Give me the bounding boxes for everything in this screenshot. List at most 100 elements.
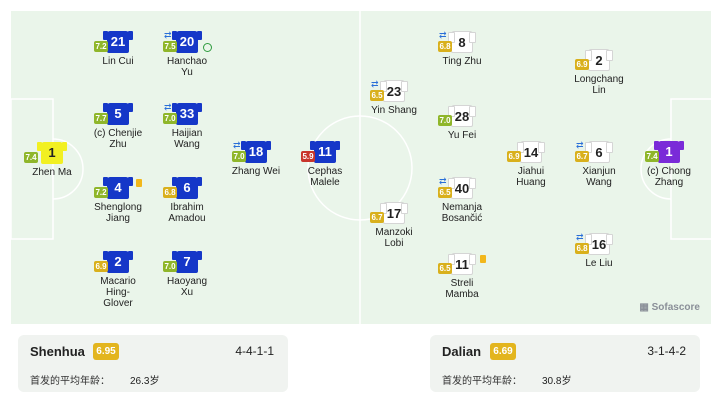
player-away-gk[interactable]: 1 7.4 (c) Chong Zhang: [629, 141, 709, 188]
player-name: Nemanja Bosančić: [441, 202, 483, 224]
player-away-lm[interactable]: 8 ⇄ 6.8 Ting Zhu: [422, 30, 502, 67]
substitution-icon: ⇄: [576, 140, 584, 150]
player-away-st2[interactable]: 17 6.7 Manzoki Lobi: [354, 202, 434, 249]
player-away-st1[interactable]: 23 ⇄ 6.5 Yin Shang: [354, 79, 434, 116]
rating-badge: 7.0: [163, 113, 177, 124]
sofascore-watermark: ▦ Sofascore: [639, 302, 700, 313]
shirt-icon: 14: [517, 141, 545, 163]
player-name: Manzoki Lobi: [375, 227, 413, 249]
player-home-lm[interactable]: 20 ⇄ 7.5 Hanchao Yu: [147, 30, 227, 78]
player-name: Zhen Ma: [32, 167, 72, 178]
shirt-icon: 7: [172, 251, 202, 273]
player-away-cm1[interactable]: 28 7.0 Yu Fei: [422, 105, 502, 141]
player-home-lb[interactable]: 21 7.2 Lin Cui: [78, 31, 158, 67]
player-home-cb1[interactable]: 5 7.7 (c) Chenjie Zhu: [78, 103, 158, 150]
shirt-icon: 18: [241, 141, 271, 163]
player-away-cb1[interactable]: 14 6.9 Jiahui Huang: [491, 141, 571, 188]
player-home-cm1[interactable]: 33 ⇄ 7.0 Haijian Wang: [147, 102, 227, 150]
player-away-cb2[interactable]: 6 ⇄ 6.7 Xianjun Wang: [559, 140, 639, 188]
shirt-icon: 5: [103, 103, 133, 125]
shirt-icon: 1: [654, 141, 684, 163]
rating-badge: 6.8: [575, 243, 589, 254]
player-home-rm[interactable]: 7 7.0 Haoyang Xu: [147, 251, 227, 298]
player-home-cm2[interactable]: 6 6.8 Ibrahim Amadou: [147, 177, 227, 224]
rating-badge: 7.4: [24, 152, 38, 163]
shirt-icon: 20: [172, 31, 202, 53]
home-team-panel: Shenhua 6.95 4-4-1-1 首发的平均年龄： 26.3岁: [18, 335, 288, 392]
shirt-icon: 4: [103, 177, 133, 199]
shirt-icon: 23: [380, 80, 408, 102]
away-team-name[interactable]: Dalian: [442, 344, 482, 359]
player-name: Cephas Malele: [307, 166, 343, 188]
rating-badge: 6.9: [507, 151, 521, 162]
player-away-cm2[interactable]: 40 ⇄ 6.5 Nemanja Bosančić: [422, 176, 502, 224]
rating-badge: 7.7: [94, 113, 108, 124]
shirt-icon: 6: [172, 177, 202, 199]
shirt-icon: 33: [172, 103, 202, 125]
player-away-dm[interactable]: 2 6.9 Longchang Lin: [559, 49, 639, 96]
player-name: Longchang Lin: [574, 74, 624, 96]
rating-badge: 7.0: [232, 151, 246, 162]
player-name: (c) Chenjie Zhu: [93, 128, 143, 150]
home-team-name[interactable]: Shenhua: [30, 344, 85, 359]
player-name: Yu Fei: [447, 130, 477, 141]
rating-badge: 6.9: [94, 261, 108, 272]
player-home-st[interactable]: 11 5.9 Cephas Malele: [285, 141, 365, 188]
rating-badge: 7.0: [163, 261, 177, 272]
player-home-gk[interactable]: 1 7.4 Zhen Ma: [12, 142, 92, 178]
shirt-icon: 40: [448, 177, 476, 199]
substitution-icon: ⇄: [371, 79, 379, 89]
player-name: Zhang Wei: [231, 166, 281, 177]
rating-badge: 6.8: [438, 41, 452, 52]
player-name: Yin Shang: [371, 105, 417, 116]
player-away-cb3[interactable]: 16 ⇄ 6.8 Le Liu: [559, 232, 639, 269]
rating-badge: 5.9: [301, 151, 315, 162]
rating-badge: 7.0: [438, 115, 452, 126]
shirt-icon: 6: [585, 141, 613, 163]
shirt-icon: 2: [103, 251, 133, 273]
player-name: Lin Cui: [102, 56, 134, 67]
rating-badge: 7.2: [94, 187, 108, 198]
away-team-panel: Dalian 6.69 3-1-4-2 首发的平均年龄： 30.8岁: [430, 335, 700, 392]
shirt-icon: 28: [448, 105, 476, 127]
shirt-icon: 11: [448, 253, 476, 275]
substitution-icon: ⇄: [233, 140, 241, 150]
rating-badge: 6.9: [575, 59, 589, 70]
rating-badge: 6.5: [438, 187, 452, 198]
player-name: Ting Zhu: [442, 56, 482, 67]
player-name: Le Liu: [585, 258, 613, 269]
player-name: Haoyang Xu: [166, 276, 208, 298]
away-formation: 3-1-4-2: [647, 344, 686, 358]
home-age-value: 26.3岁: [130, 376, 160, 387]
shirt-icon: 11: [310, 141, 340, 163]
shirt-icon: 16: [585, 233, 613, 255]
substitution-icon: ⇄: [164, 102, 172, 112]
player-name: (c) Chong Zhang: [647, 166, 691, 188]
away-team-rating: 6.69: [490, 343, 516, 360]
shirt-icon: 2: [585, 49, 613, 71]
player-home-am[interactable]: 18 ⇄ 7.0 Zhang Wei: [216, 140, 296, 177]
goal-icon: [203, 43, 212, 52]
player-name: Jiahui Huang: [516, 166, 546, 188]
shirt-icon: 8: [448, 31, 476, 53]
yellow-card-icon: [480, 255, 486, 263]
shirt-icon: 1: [37, 142, 67, 164]
player-name: Shenglong Jiang: [94, 202, 142, 224]
player-home-cb2[interactable]: 4 7.2 Shenglong Jiang: [78, 177, 158, 224]
rating-badge: 7.4: [645, 151, 659, 162]
rating-badge: 6.8: [163, 187, 177, 198]
player-name: Streli Mamba: [445, 278, 479, 300]
player-home-rb[interactable]: 2 6.9 Macario Hing- Glover: [78, 251, 158, 309]
substitution-icon: ⇄: [576, 232, 584, 242]
sofascore-logo-icon: ▦: [639, 302, 649, 313]
player-name: Haijian Wang: [171, 128, 203, 150]
player-name: Macario Hing- Glover: [100, 276, 136, 309]
substitution-icon: ⇄: [164, 30, 172, 40]
away-age-label: 首发的平均年龄：: [442, 376, 522, 387]
rating-badge: 7.2: [94, 41, 108, 52]
player-name: Ibrahim Amadou: [168, 202, 206, 224]
home-age-label: 首发的平均年龄：: [30, 376, 110, 387]
player-away-rm[interactable]: 11 6.5 Streli Mamba: [422, 253, 502, 300]
rating-badge: 6.5: [370, 90, 384, 101]
rating-badge: 6.7: [575, 151, 589, 162]
